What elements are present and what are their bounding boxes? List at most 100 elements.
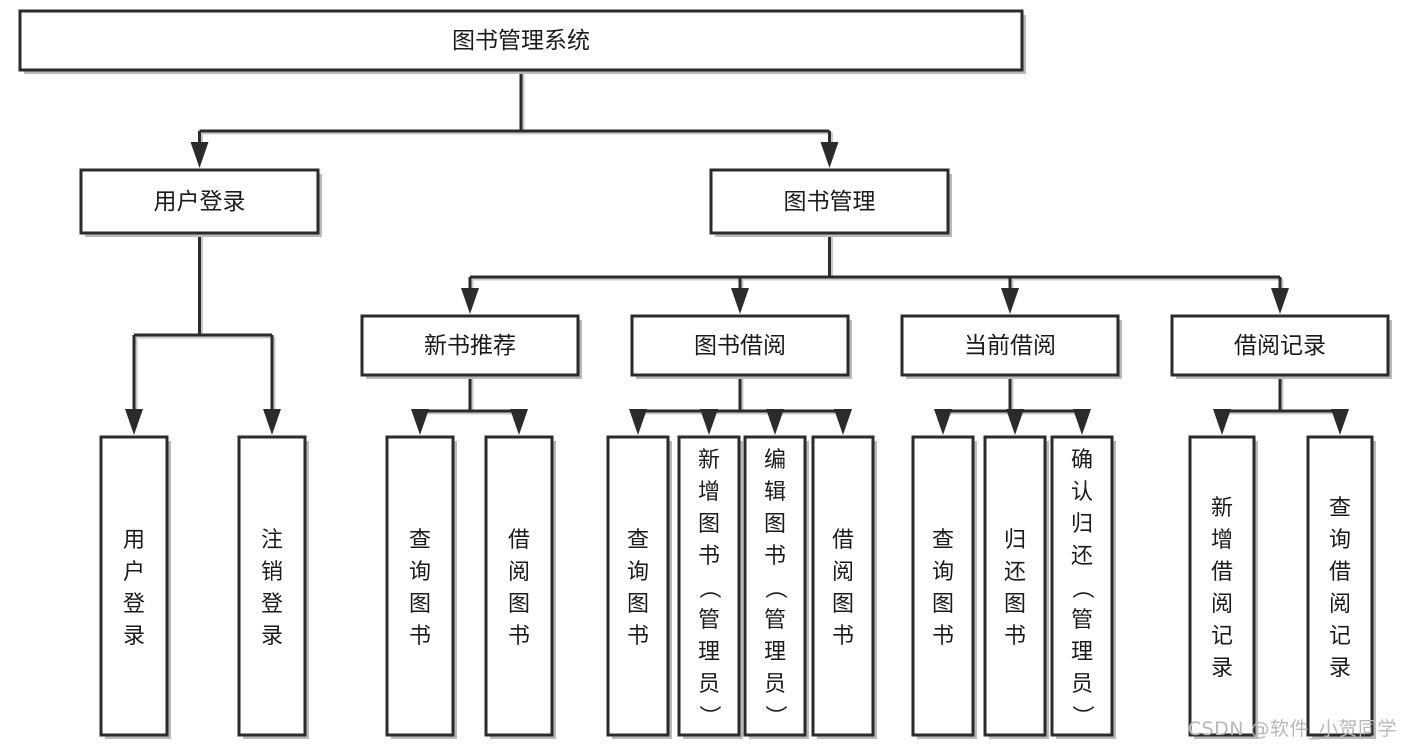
svg-text:图: 图 <box>698 512 720 537</box>
svg-text:记: 记 <box>1329 624 1351 649</box>
node-label-root: 图书管理系统 <box>452 28 590 54</box>
svg-text:员: 员 <box>1071 672 1093 697</box>
svg-text:归: 归 <box>1004 528 1026 553</box>
svg-text:确: 确 <box>1071 448 1093 473</box>
node-current-borrow[interactable]: 当前借阅 <box>900 314 1122 379</box>
svg-text:编: 编 <box>764 448 786 473</box>
connector-line <box>1073 409 1091 435</box>
connector-line <box>270 335 276 413</box>
svg-text:销: 销 <box>261 560 283 585</box>
connector-line <box>1271 288 1289 314</box>
connector-line <box>510 409 528 435</box>
svg-text:阅: 阅 <box>832 560 854 585</box>
svg-text:书: 书 <box>1004 624 1026 649</box>
svg-text:增: 增 <box>698 480 720 505</box>
svg-text:增: 增 <box>1211 528 1233 553</box>
connector-line <box>1008 375 1014 413</box>
svg-text:图: 图 <box>1004 592 1026 617</box>
svg-text:询: 询 <box>932 560 954 585</box>
svg-text:管: 管 <box>698 608 720 633</box>
connector-line <box>190 142 209 168</box>
svg-text:登: 登 <box>261 592 283 617</box>
connector-line <box>519 70 525 133</box>
node-label-current-borrow: 当前借阅 <box>964 333 1056 359</box>
svg-text:录: 录 <box>261 624 283 649</box>
node-user-login[interactable]: 用户登录 <box>79 168 322 237</box>
node-root-root[interactable]: 图书管理系统 <box>18 9 1026 74</box>
svg-text:理: 理 <box>764 640 786 665</box>
connector-line <box>638 409 845 415</box>
connector-line <box>731 288 749 314</box>
svg-text:管: 管 <box>1071 608 1093 633</box>
svg-text:理: 理 <box>698 640 720 665</box>
svg-text:员: 员 <box>764 672 786 697</box>
svg-text:归: 归 <box>1071 512 1093 537</box>
svg-text:书: 书 <box>409 624 431 649</box>
connector-line <box>1001 288 1019 314</box>
connector-line <box>834 409 852 435</box>
node-borrow-record[interactable]: 借阅记录 <box>1170 314 1392 379</box>
svg-text:图: 图 <box>508 592 530 617</box>
svg-text:查: 查 <box>627 528 649 553</box>
node-label-borrow-record: 借阅记录 <box>1234 333 1326 359</box>
svg-text:）: ） <box>762 705 787 727</box>
svg-text:认: 认 <box>1071 480 1093 505</box>
connector-line <box>629 409 647 435</box>
svg-text:阅: 阅 <box>1211 592 1233 617</box>
node-book-borrow[interactable]: 图书借阅 <box>630 314 852 379</box>
svg-text:图: 图 <box>832 592 854 617</box>
svg-text:用: 用 <box>123 528 145 553</box>
svg-text:图: 图 <box>409 592 431 617</box>
connector-line <box>1213 409 1231 435</box>
node-new-book-recommend[interactable]: 新书推荐 <box>360 314 582 379</box>
connector-line <box>934 409 952 435</box>
svg-text:书: 书 <box>627 624 649 649</box>
connector-line <box>468 375 474 413</box>
svg-text:新: 新 <box>1211 496 1233 521</box>
connector-line <box>1006 409 1024 435</box>
connector-line <box>134 333 274 339</box>
connector-line <box>198 233 203 337</box>
svg-text:书: 书 <box>932 624 954 649</box>
connector-line <box>820 142 839 168</box>
svg-text:录: 录 <box>123 624 145 649</box>
svg-text:借: 借 <box>832 528 854 553</box>
node-book-manage[interactable]: 图书管理 <box>709 168 952 237</box>
node-leaf-user-login[interactable]: 用户登录 <box>99 435 171 739</box>
connector-line <box>1278 375 1284 413</box>
svg-text:图: 图 <box>764 512 786 537</box>
svg-text:书: 书 <box>764 544 786 569</box>
connector-line <box>1331 409 1349 435</box>
connector-line <box>766 409 784 435</box>
svg-text:图: 图 <box>932 592 954 617</box>
svg-text:书: 书 <box>508 624 530 649</box>
connector-line <box>420 409 521 415</box>
svg-text:新: 新 <box>698 448 720 473</box>
connector-line <box>199 129 832 135</box>
connector-line <box>828 233 833 279</box>
svg-text:录: 录 <box>1329 656 1351 681</box>
